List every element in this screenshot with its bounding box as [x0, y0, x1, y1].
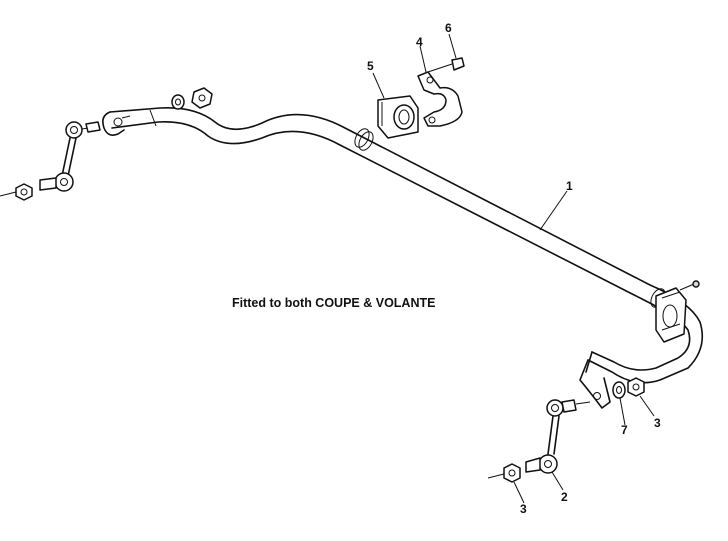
- callout-7: 7: [621, 423, 628, 437]
- callout-2: 2: [561, 490, 568, 504]
- diagram-caption: Fitted to both COUPE & VOLANTE: [232, 296, 435, 310]
- leader-lines: [372, 33, 655, 504]
- bolt: [427, 57, 465, 73]
- bush: [377, 95, 419, 139]
- drop-link-right: [525, 399, 591, 474]
- callout-6: 6: [445, 21, 452, 35]
- callout-5: 5: [367, 59, 374, 73]
- clamp: [417, 71, 463, 127]
- drop-link-left: [0, 121, 101, 201]
- nut-link: [487, 463, 521, 483]
- callout-4: 4: [416, 35, 423, 49]
- callout-3-clamp: 3: [654, 416, 661, 430]
- anti-roll-bar: [102, 106, 704, 409]
- nut-clamp: [627, 377, 645, 397]
- washer: [612, 381, 626, 399]
- bar-clamp-right: [655, 280, 700, 343]
- washer-nut-left: [171, 87, 213, 110]
- callout-1: 1: [566, 179, 573, 193]
- callout-3-link: 3: [520, 502, 527, 516]
